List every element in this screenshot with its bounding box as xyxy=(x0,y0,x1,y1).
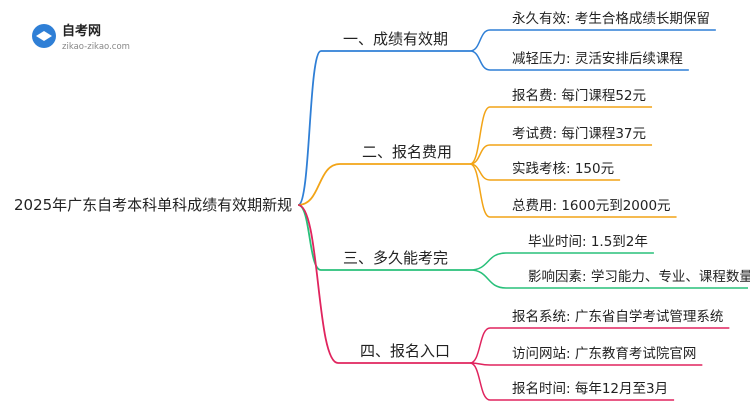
leaf-label: 报名时间: 每年12月至3月 xyxy=(512,381,668,397)
leaf-label: 考试费: 每门课程37元 xyxy=(512,126,646,142)
branch-connector xyxy=(297,204,322,271)
leaf-label: 报名系统: 广东省自学考试管理系统 xyxy=(512,309,723,325)
leaf-label: 实践考核: 150元 xyxy=(512,161,614,177)
logo-url: zikao-zikao.com xyxy=(62,42,130,52)
leaf-connector xyxy=(469,144,491,165)
leaf-connector xyxy=(469,269,507,289)
branch-4: 四、报名入口 报名系统: 广东省自学考试管理系统 访问网站: 广东教育考试院官网… xyxy=(360,309,723,397)
branch-connector xyxy=(297,50,322,206)
leaf-label: 减轻压力: 灵活安排后续课程 xyxy=(512,51,683,67)
branch-label: 四、报名入口 xyxy=(360,342,450,360)
leaf-label: 毕业时间: 1.5到2年 xyxy=(528,234,648,250)
leaf-connector xyxy=(469,29,491,52)
leaf-connector xyxy=(469,50,491,71)
connector-lines xyxy=(297,29,748,401)
graduation-cap-icon xyxy=(36,31,52,41)
root-topic: 2025年广东自考本科单科成绩有效期新规 xyxy=(14,196,292,214)
branch-connector xyxy=(298,163,341,206)
branch-1: 一、成绩有效期 永久有效: 考生合格成绩长期保留 减轻压力: 灵活安排后续课程 xyxy=(343,11,710,67)
leaf-connector xyxy=(469,327,491,364)
leaf-label: 永久有效: 考生合格成绩长期保留 xyxy=(512,11,710,27)
leaf-label: 影响因素: 学习能力、专业、课程数量 xyxy=(528,269,750,285)
site-logo: 自考网 zikao-zikao.com xyxy=(32,23,130,52)
leaf-connector xyxy=(469,362,491,401)
leaf-connector xyxy=(469,252,507,271)
logo-name: 自考网 xyxy=(62,23,101,39)
branch-label: 一、成绩有效期 xyxy=(343,30,448,48)
leaf-label: 报名费: 每门课程52元 xyxy=(512,88,646,104)
leaf-connector xyxy=(469,106,491,165)
leaf-connector xyxy=(469,163,491,218)
branch-label: 三、多久能考完 xyxy=(343,249,448,267)
branch-2: 二、报名费用 报名费: 每门课程52元 考试费: 每门课程37元 实践考核: 1… xyxy=(362,88,671,214)
branch-connector xyxy=(297,204,339,364)
branch-label: 二、报名费用 xyxy=(362,143,452,161)
branch-3: 三、多久能考完 毕业时间: 1.5到2年 影响因素: 学习能力、专业、课程数量 xyxy=(343,234,750,285)
leaf-label: 总费用: 1600元到2000元 xyxy=(512,198,671,214)
leaf-label: 访问网站: 广东教育考试院官网 xyxy=(512,346,696,362)
